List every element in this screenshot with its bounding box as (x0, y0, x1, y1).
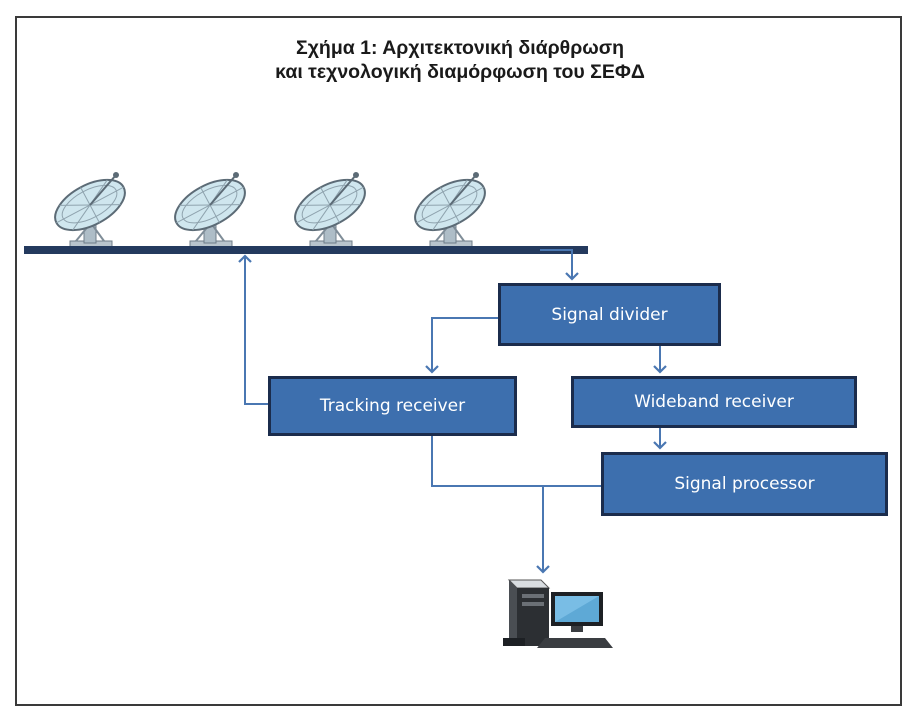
figure-title-line-2: και τεχνολογική διαμόρφωση του ΣΕΦΔ (275, 61, 645, 83)
arrow-platform-to-divider (540, 249, 579, 281)
satellite-dish-icon (406, 168, 494, 248)
desktop-computer-icon (503, 579, 613, 648)
wideband-receiver-box: Wideband receiver (571, 376, 857, 428)
figure-title: Σχήμα 1: Αρχιτεκτονική διάρθρωση και τεχ… (0, 36, 920, 84)
arrow-tracking-to-platform (238, 254, 268, 405)
satellite-dish-icon (46, 168, 134, 248)
signal-divider-box: Signal divider (498, 283, 721, 346)
figure-title-line-1: Σχήμα 1: Αρχιτεκτονική διάρθρωση (296, 37, 624, 59)
antenna-array (24, 168, 588, 254)
satellite-dish-icon (286, 168, 374, 248)
tracking-receiver-box: Tracking receiver (268, 376, 517, 436)
figure-frame (15, 16, 902, 706)
arrow-divider-to-tracking (425, 317, 498, 374)
connector-tracking-to-processor (431, 436, 601, 487)
wideband-receiver-label: Wideband receiver (634, 392, 794, 412)
signal-divider-label: Signal divider (551, 304, 668, 325)
tracking-receiver-label: Tracking receiver (319, 396, 466, 416)
satellite-dish-icon (166, 168, 254, 248)
signal-processor-label: Signal processor (674, 474, 815, 494)
antenna-platform (24, 246, 588, 254)
signal-processor-box: Signal processor (601, 452, 888, 516)
